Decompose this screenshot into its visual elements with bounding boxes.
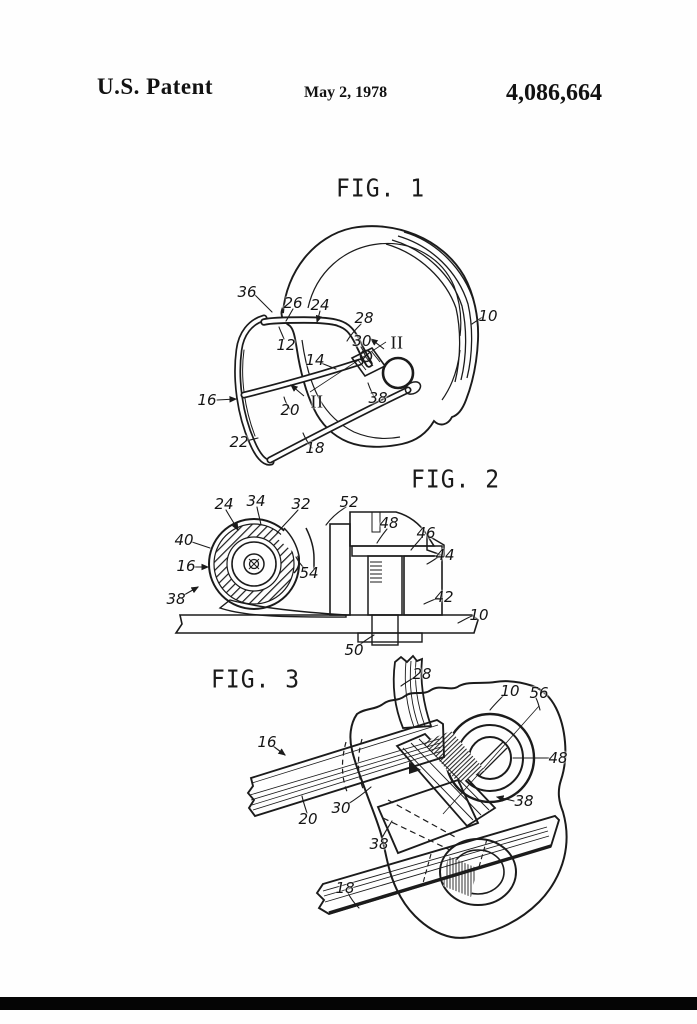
bar-30: [395, 731, 497, 828]
fig1-caption: FIG. 1: [336, 174, 426, 204]
screw-head: [349, 511, 436, 547]
helmet-shell-section: [174, 614, 479, 634]
washer-flange: [426, 533, 445, 558]
fig1-leader-lines: [216, 293, 484, 449]
fig3-leader-lines: [272, 676, 550, 909]
helmet-back-stripes: [385, 231, 475, 383]
screw-shank: [367, 555, 403, 616]
patent-header-date: May 2, 1978: [304, 84, 388, 101]
fig1-drawing: [216, 225, 484, 466]
grommet-sleeve: [357, 632, 423, 643]
patent-header-title: U.S. Patent: [97, 74, 214, 99]
guard-bar-section: [231, 541, 277, 587]
patent-header-number: 4,086,664: [506, 80, 602, 106]
fig2-leader-lines: [183, 506, 473, 647]
scan-footer-bar: [0, 997, 697, 1010]
section-trace-56: [442, 705, 540, 815]
face-guard: [234, 314, 412, 466]
fastener-block: [329, 511, 445, 616]
fig3-drawing: [246, 654, 568, 939]
bar-end-cap: [404, 381, 422, 395]
screw-shank-lower: [371, 614, 399, 646]
section-line-II: [290, 338, 387, 397]
clamp-hook-section: [208, 518, 347, 618]
fig3-caption: FIG. 3: [211, 665, 301, 695]
clamp-screw: [359, 349, 373, 363]
bar-core: [243, 553, 265, 575]
ear-hole: [381, 356, 415, 390]
bar-16-20: [246, 718, 445, 818]
fig2-caption: FIG. 2: [411, 465, 501, 495]
shell-fragment: [349, 680, 568, 939]
fig2-drawing: [174, 506, 479, 647]
clamp-38: [376, 778, 480, 855]
bar-28: [392, 654, 433, 729]
helmet-shell: [280, 225, 480, 448]
bar-18: [315, 814, 561, 916]
